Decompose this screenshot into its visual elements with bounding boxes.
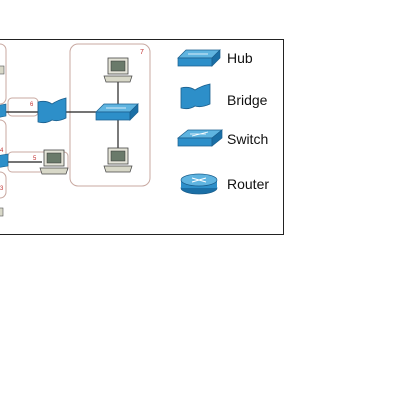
hub-icon — [177, 49, 221, 67]
segment-partial-top-box — [0, 43, 7, 105]
pc-bottom — [103, 147, 133, 173]
legend-label-switch: Switch — [227, 131, 269, 147]
segment-6-box — [7, 97, 39, 117]
partial-switch-left-bottom — [0, 153, 9, 168]
segment-partial-top-label: 4 — [0, 148, 4, 154]
switch-icon — [177, 129, 223, 147]
segment-7-box — [69, 43, 151, 187]
pc-segment-5 — [39, 149, 69, 175]
segment-5-label: 5 — [33, 156, 37, 162]
segment-partial-bottom-box — [0, 171, 7, 199]
bridge-device — [37, 97, 67, 124]
legend-label-hub: Hub — [227, 50, 253, 66]
partial-pc-left-bottom — [0, 207, 4, 217]
segment-7-label: 7 — [140, 49, 144, 56]
bridge-icon — [180, 83, 211, 110]
router-icon — [180, 173, 218, 195]
segment-partial-mid-box — [0, 119, 7, 165]
legend-label-router: Router — [227, 176, 270, 192]
segment-6-label: 6 — [30, 102, 34, 108]
hub-device — [95, 103, 139, 121]
segment-partial-bottom-label: 3 — [0, 186, 4, 192]
diagram-frame — [0, 39, 284, 235]
pc-top — [103, 57, 133, 83]
partial-pc-left-top — [0, 65, 5, 75]
partial-switch-left-top — [0, 103, 7, 118]
legend-label-bridge: Bridge — [227, 92, 268, 108]
